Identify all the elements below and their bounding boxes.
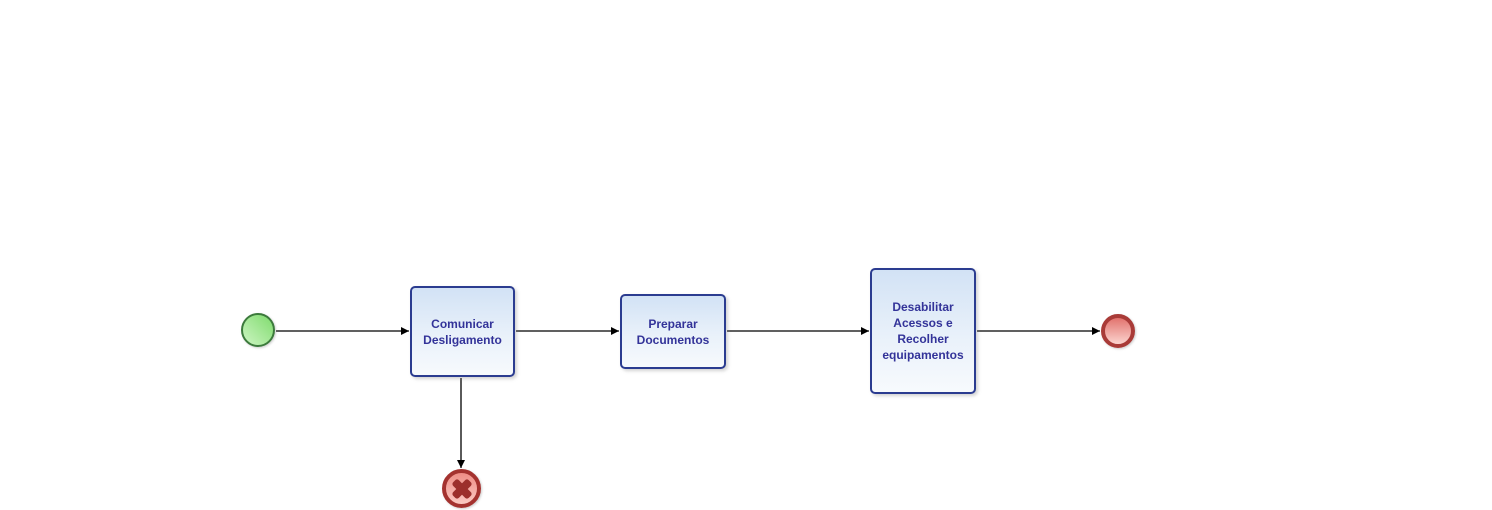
start-event[interactable] (241, 313, 275, 347)
cancel-x-icon (446, 473, 477, 504)
task-comunicar-desligamento[interactable]: Comunicar Desligamento (410, 286, 515, 377)
task-label: Preparar Documentos (636, 316, 710, 347)
task-desabilitar-acessos[interactable]: Desabilitar Acessos e Recolher equipamen… (870, 268, 976, 394)
task-label: Desabilitar Acessos e Recolher equipamen… (882, 300, 964, 362)
task-preparar-documentos[interactable]: Preparar Documentos (620, 294, 726, 369)
cancel-end-event[interactable] (442, 469, 481, 508)
task-label: Comunicar Desligamento (423, 316, 502, 347)
end-event[interactable] (1101, 314, 1135, 348)
